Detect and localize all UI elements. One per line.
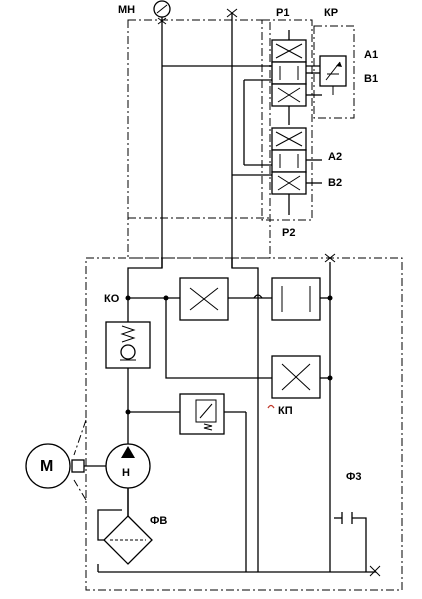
return-down: [231, 258, 259, 572]
label-mn: МН: [118, 4, 135, 16]
motor-link-dash-1: [73, 419, 87, 456]
tank-shutoff-valve: [369, 565, 381, 577]
filter-suction: [97, 509, 122, 541]
distributor-right: [271, 277, 321, 321]
label-fv: ФВ: [150, 515, 167, 527]
power-unit-boundary: [85, 257, 403, 591]
label-pump: Н: [122, 467, 130, 479]
pressure-gauge-mn: [153, 0, 171, 62]
label-p1: Р1: [276, 7, 289, 19]
label-a1: А1: [364, 49, 378, 61]
pump-h: [105, 443, 151, 516]
label-motor: М: [40, 458, 53, 475]
upper-dashed-boundary: [127, 19, 271, 259]
label-kr: КР: [324, 7, 338, 19]
label-b1: В1: [364, 73, 378, 85]
label-a2: А2: [328, 151, 342, 163]
motor-link-dash-2: [73, 479, 87, 501]
label-f3: Ф3: [346, 471, 362, 483]
label-b2: В2: [328, 177, 342, 189]
filter-fv: [103, 515, 153, 565]
label-kp: КП: [278, 405, 293, 417]
filter-f3: [334, 512, 367, 572]
valve-p2: [271, 127, 322, 215]
distributor-lower-right: [271, 355, 321, 399]
pressure-relief-kp: [179, 393, 225, 435]
relief-valve-kr: [313, 25, 355, 119]
right-shutoff-valve: [324, 253, 336, 263]
label-p2: Р2: [282, 227, 295, 239]
left-feed: [165, 298, 272, 379]
valve-p1: [271, 30, 322, 125]
distributor-left: [179, 277, 229, 321]
crossover-1: [253, 294, 263, 299]
motor-m: [25, 443, 106, 489]
check-valve: [105, 321, 151, 369]
kp-marker: [267, 404, 275, 409]
label-ko: КО: [104, 293, 120, 305]
p1-dashed-boundary: [261, 19, 313, 221]
main-pressure-down: [127, 258, 163, 562]
